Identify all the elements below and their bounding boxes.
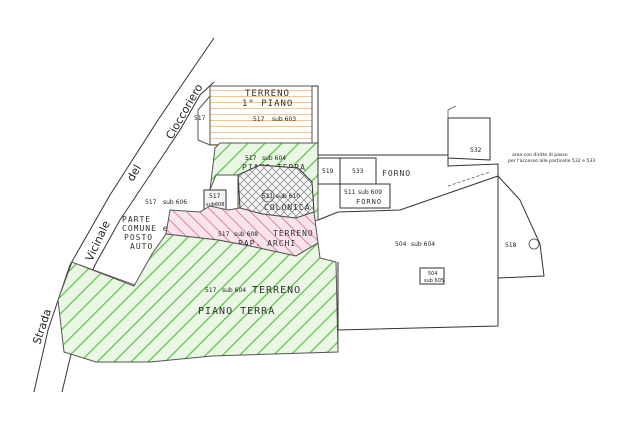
p511-509-parcel: 511 [344,189,356,196]
p532-parcel: 532 [470,147,482,154]
terreno-rosa-line1: TERRENO [273,229,314,238]
parte-comune-line4: AUTO [130,242,153,251]
colonica-sub: sub 610 [276,193,300,200]
upper-517-parcel: 517 [194,115,206,122]
colonica-label: COLONICA [264,203,311,212]
boundary-517-upper-right [312,85,319,155]
area-511-509 [339,183,391,209]
note-line1: area con diritto di passo [512,152,568,158]
terreno-rosa-line2: PAP. ARCHI [238,239,296,248]
p533-parcel: 533 [352,168,364,175]
area-517-upper [197,94,211,146]
area-504-sub605 [419,267,445,285]
terreno-piano-terra-line2: PIANO TERRA [198,306,275,317]
p519-parcel: 519 [322,168,334,175]
boundary-519-533 [318,154,499,176]
piano-terra-upper-parcel: 517 [245,155,257,162]
terreno-piano-terra-sub: sub 604 [222,287,246,294]
parte-comune-parcel: 517 [145,199,157,206]
parte-comune-line1: PARTE [122,215,151,224]
terreno-piano-terra-parcel: 517 [205,287,217,294]
road-label-cioccoriero: Cioccoriero [163,81,205,141]
p504-sub: sub 604 [411,241,435,248]
terreno-rosa-parcel: 517 [218,231,230,238]
note-line2: per l'accesso alle particelle 532 e 533 [508,158,595,164]
parte-comune-sub: sub 606 [163,199,187,206]
small-517-parcel: 517 [209,193,221,200]
p518-parcel: 518 [505,242,517,249]
parte-comune-line2: COMUNE e [122,224,169,233]
road-label-strada: Strada [30,307,54,346]
area-terreno-piano-terra [57,233,339,363]
p504-sub-parcel: 504 [428,271,438,277]
boundary-532 [447,117,491,161]
boundary-top-right [447,105,457,118]
colonica-parcel: 511 [262,193,274,200]
forno-label: FORNO [382,169,411,178]
area-518 [497,175,545,279]
p504-sub-sub: sub 605 [424,278,444,284]
terreno-1-piano-parcel: 517 [253,116,265,123]
terreno-rosa-sub: sub 608 [234,231,258,238]
dashed-passage [447,171,491,187]
terreno-piano-terra-line1: TERRENO [252,285,301,296]
colonica-marker [261,189,275,203]
p511-509-sub: sub 609 [358,189,382,196]
terreno-1-piano-line2: 1° PIANO [242,99,293,109]
road-label-del: del [124,162,144,183]
small-517-sub: sub608 [206,202,225,208]
p511-509-label: FORNO [356,198,382,206]
area-504 [317,175,499,331]
p504-parcel: 504 [395,241,407,248]
piano-terra-upper-sub: sub 604 [262,155,286,162]
p518-marker [528,238,540,250]
terreno-1-piano-sub: sub 603 [272,116,296,123]
terreno-1-piano-line1: TERRENO [245,89,290,99]
road-edge-left [33,37,215,393]
parte-comune-line3: POSTO [124,233,153,242]
